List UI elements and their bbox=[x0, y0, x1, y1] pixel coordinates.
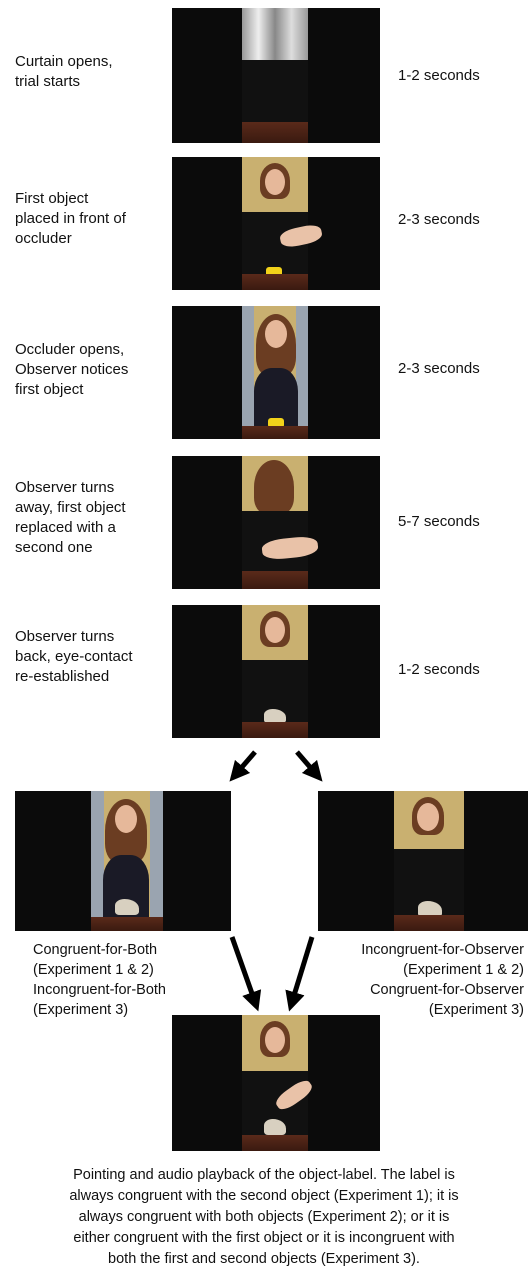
branch-left-image bbox=[15, 791, 231, 931]
step-3-line-3: first object bbox=[15, 381, 84, 398]
step-3-line-1: Occluder opens, bbox=[15, 341, 125, 358]
branch-right-line-3: Congruent-for-Observer bbox=[370, 982, 524, 998]
branch-left-line-3: Incongruent-for-Both bbox=[33, 982, 166, 998]
step-4-line-4: second one bbox=[15, 539, 93, 556]
caption-line-2: always congruent with the second object … bbox=[69, 1188, 459, 1204]
step-2-duration: 2-3 seconds bbox=[398, 211, 480, 228]
step-4-line-1: Observer turns bbox=[15, 479, 115, 496]
branch-right-line-1: Incongruent-for-Observer bbox=[361, 942, 524, 958]
step-4-image bbox=[172, 456, 380, 589]
step-1-duration: 1-2 seconds bbox=[398, 67, 480, 84]
caption-line-4: either congruent with the first object o… bbox=[73, 1230, 455, 1246]
step-5-line-3: re-established bbox=[15, 668, 110, 685]
step-1-image bbox=[172, 8, 380, 143]
branch-right-line-4: (Experiment 3) bbox=[428, 1002, 524, 1018]
step-3-description: Occluder opens, Observer notices first o… bbox=[15, 340, 128, 400]
step-5-image bbox=[172, 605, 380, 738]
step-4-line-2: away, first object bbox=[15, 499, 126, 516]
step-5-line-1: Observer turns bbox=[15, 628, 115, 645]
branch-left-line-4: (Experiment 3) bbox=[33, 1002, 129, 1018]
step-2-line-2: placed in front of bbox=[15, 210, 126, 227]
branch-right-label: Incongruent-for-Observer (Experiment 1 &… bbox=[361, 940, 524, 1020]
step-4-duration: 5-7 seconds bbox=[398, 513, 480, 530]
step-2-line-1: First object bbox=[15, 190, 89, 207]
arrow-left-to-final bbox=[229, 936, 262, 1012]
caption-line-3: always congruent with both objects (Expe… bbox=[78, 1209, 450, 1225]
branch-right-image bbox=[318, 791, 528, 931]
branch-left-line-1: Congruent-for-Both bbox=[33, 942, 158, 958]
step-1-line-1: Curtain opens, bbox=[15, 53, 113, 70]
step-5-description: Observer turns back, eye-contact re-esta… bbox=[15, 627, 133, 687]
step-1-line-2: trial starts bbox=[15, 73, 81, 90]
step-3-line-2: Observer notices bbox=[15, 361, 129, 378]
step-2-description: First object placed in front of occluder bbox=[15, 189, 126, 249]
step-5-line-2: back, eye-contact bbox=[15, 648, 133, 665]
step-1-description: Curtain opens, trial starts bbox=[15, 52, 113, 92]
branch-right-line-2: (Experiment 1 & 2) bbox=[403, 962, 524, 978]
step-3-image bbox=[172, 306, 380, 439]
step-3-duration: 2-3 seconds bbox=[398, 360, 480, 377]
step-2-line-3: occluder bbox=[15, 230, 72, 247]
step-4-description: Observer turns away, first object replac… bbox=[15, 478, 126, 558]
step-5-duration: 1-2 seconds bbox=[398, 661, 480, 678]
arrow-right-to-final bbox=[285, 936, 315, 1012]
branch-left-label: Congruent-for-Both (Experiment 1 & 2) In… bbox=[33, 940, 166, 1020]
step-4-line-3: replaced with a bbox=[15, 519, 116, 536]
arrow-to-right-branch bbox=[295, 750, 323, 782]
caption-line-1: Pointing and audio playback of the objec… bbox=[73, 1167, 455, 1183]
caption-line-5: both the first and second objects (Exper… bbox=[108, 1251, 420, 1267]
final-pointing-image bbox=[172, 1015, 380, 1151]
branch-left-line-2: (Experiment 1 & 2) bbox=[33, 962, 154, 978]
bottom-caption: Pointing and audio playback of the objec… bbox=[0, 1165, 528, 1270]
arrow-to-left-branch bbox=[229, 750, 257, 782]
step-2-image bbox=[172, 157, 380, 290]
